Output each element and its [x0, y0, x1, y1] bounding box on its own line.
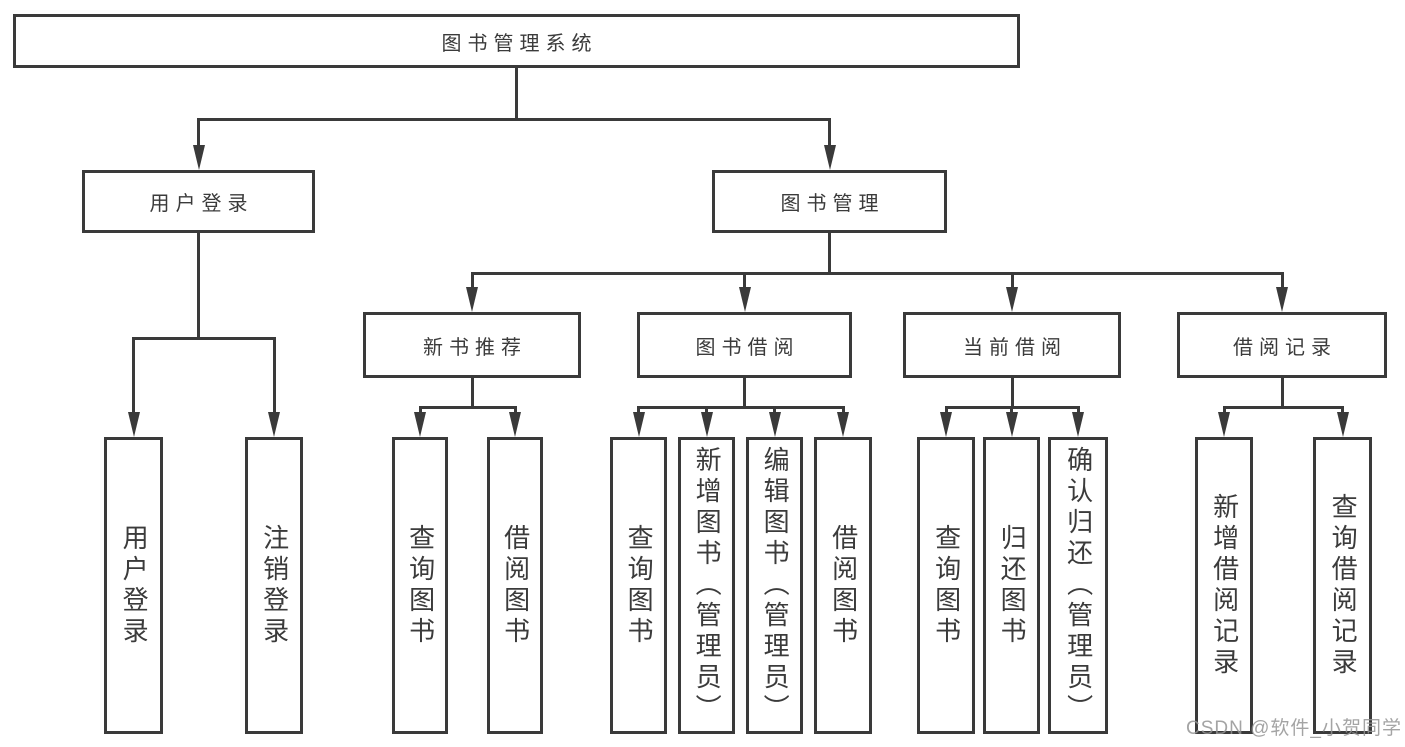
- leaf-label: 查询借阅记录: [1328, 492, 1359, 679]
- leaf-query-books-borrow: 查询图书: [610, 437, 667, 734]
- connector-arrow-down: [700, 406, 713, 437]
- connector-arrow-down: [632, 406, 645, 437]
- leaf-label: 新增图书（管理员）: [692, 446, 723, 725]
- leaf-confirm-return-admin: 确认归还（管理员）: [1048, 437, 1108, 734]
- connector-arrow-down: [127, 337, 140, 437]
- leaf-label: 查询图书: [931, 523, 962, 648]
- connector-hline: [197, 118, 831, 121]
- connector-vline: [1280, 378, 1284, 406]
- leaf-add-book-admin: 新增图书（管理员）: [678, 437, 735, 734]
- connector-hline: [132, 337, 275, 340]
- connector-hline: [637, 406, 844, 409]
- leaf-label: 归还图书: [997, 523, 1028, 648]
- connector-arrow-down: [1072, 406, 1084, 437]
- connector-arrow-down: [738, 272, 751, 312]
- leaf-label: 注销登录: [259, 523, 290, 648]
- connector-arrow-down: [940, 406, 952, 437]
- connector-hline: [418, 406, 517, 409]
- connector-arrow-down: [1276, 272, 1288, 312]
- connector-arrow-down: [509, 406, 521, 437]
- leaf-label: 借阅图书: [828, 523, 859, 648]
- leaf-logout: 注销登录: [245, 437, 303, 734]
- leaf-label: 新增借阅记录: [1209, 492, 1240, 679]
- connector-arrow-down: [768, 406, 781, 437]
- connector-vline: [828, 233, 831, 272]
- connector-vline: [1010, 378, 1014, 406]
- leaf-query-books-recommend: 查询图书: [392, 437, 448, 734]
- leaf-borrow-books-borrow: 借阅图书: [814, 437, 872, 734]
- node-library-management-system: 图书管理系统: [13, 14, 1020, 68]
- node-current-borrowing: 当前借阅: [903, 312, 1121, 378]
- connector-arrow-down: [414, 406, 426, 437]
- leaf-user-login: 用户登录: [104, 437, 163, 734]
- leaf-query-books-current: 查询图书: [917, 437, 975, 734]
- connector-arrow-down: [1005, 406, 1018, 437]
- connector-vline: [743, 378, 746, 406]
- connector-vline: [470, 378, 474, 406]
- connector-hline: [470, 272, 1284, 275]
- node-book-borrowing: 图书借阅: [637, 312, 852, 378]
- leaf-label: 用户登录: [119, 523, 150, 648]
- leaf-edit-book-admin: 编辑图书（管理员）: [746, 437, 803, 734]
- leaf-add-borrow-record: 新增借阅记录: [1195, 437, 1253, 734]
- csdn-watermark: CSDN @软件_小贺同学: [1186, 718, 1402, 739]
- connector-arrow-down: [837, 406, 849, 437]
- connector-vline: [197, 233, 200, 337]
- leaf-label: 确认归还（管理员）: [1063, 446, 1094, 725]
- node-book-management: 图书管理: [712, 170, 947, 233]
- node-user-login: 用户登录: [82, 170, 315, 233]
- connector-hline: [1222, 406, 1344, 409]
- connector-arrow-down: [466, 272, 478, 312]
- connector-arrow-down: [268, 337, 280, 437]
- node-borrowing-records: 借阅记录: [1177, 312, 1387, 378]
- connector-arrow-down: [1006, 272, 1018, 312]
- connector-arrow-down: [1218, 406, 1230, 437]
- connector-vline: [515, 68, 518, 118]
- connector-arrow-down: [823, 118, 836, 170]
- connector-arrow-down: [192, 118, 205, 170]
- leaf-label: 查询图书: [405, 523, 436, 648]
- node-new-book-recommendation: 新书推荐: [363, 312, 581, 378]
- leaf-return-book: 归还图书: [983, 437, 1040, 734]
- leaf-label: 查询图书: [624, 523, 655, 648]
- leaf-label: 借阅图书: [500, 523, 531, 648]
- connector-arrow-down: [1336, 406, 1349, 437]
- leaf-query-borrow-record: 查询借阅记录: [1313, 437, 1372, 734]
- leaf-borrow-books-recommend: 借阅图书: [487, 437, 543, 734]
- leaf-label: 编辑图书（管理员）: [760, 446, 791, 725]
